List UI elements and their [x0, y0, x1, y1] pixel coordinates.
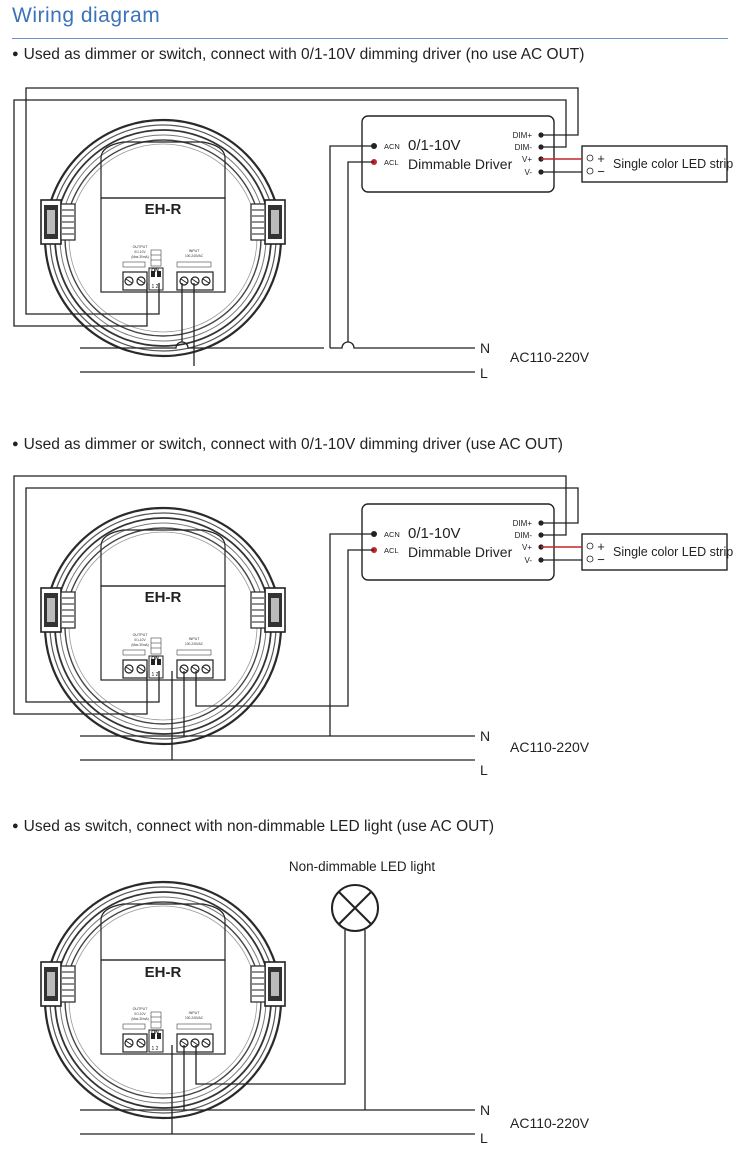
- voltage-label: AC110-220V: [510, 739, 590, 755]
- voltage-label: AC110-220V: [510, 1115, 590, 1131]
- neutral-label: N: [480, 1102, 490, 1118]
- acn-label: ACN: [384, 142, 400, 151]
- title-rule: [12, 38, 728, 39]
- driver-title-line1: 0/1-10V: [408, 525, 461, 542]
- section-2-text: Used as dimmer or switch, connect with 0…: [23, 436, 563, 453]
- lamp-icon: [331, 884, 379, 932]
- diagram-3: EH-R OUTPUT 0/1-10V (Max.30mA) INPUT 100…: [39, 859, 590, 1146]
- dim-minus-label: DIM-: [515, 143, 533, 152]
- led-strip-label: Single color LED strip: [613, 545, 733, 559]
- device-input-label: INPUT: [189, 1011, 201, 1015]
- driver-title-line2: Dimmable Driver: [408, 156, 513, 172]
- dimmable-driver-box: [361, 503, 555, 581]
- strip-minus-label: −: [597, 552, 605, 567]
- led-strip-box: [581, 145, 728, 183]
- driver-title-line2: Dimmable Driver: [408, 544, 513, 560]
- neutral-label: N: [480, 340, 490, 356]
- led-strip-label: Single color LED strip: [613, 157, 733, 171]
- live-label: L: [480, 1130, 488, 1146]
- strip-minus-label: −: [597, 164, 605, 179]
- device-input-sub: 100-240VAC: [185, 1016, 204, 1020]
- bullet-icon: ●: [12, 48, 19, 60]
- dip-switch-numbers: 1 2: [152, 672, 159, 678]
- device-model-label: EH-R: [145, 964, 182, 981]
- device-input-label: INPUT: [189, 637, 201, 641]
- device-output-label: OUTPUT: [133, 245, 149, 249]
- device-input-sub: 100-240VAC: [185, 642, 204, 646]
- acl-label: ACL: [384, 546, 399, 555]
- device-output-sub2: (Max.30mA): [131, 643, 148, 647]
- acn-label: ACN: [384, 530, 400, 539]
- v-plus-label: V+: [522, 155, 532, 164]
- device-output-sub2: (Max.30mA): [131, 1017, 148, 1021]
- dim-plus-label: DIM+: [513, 519, 533, 528]
- device-output-label: OUTPUT: [133, 1007, 149, 1011]
- dip-switch-numbers: 1 2: [152, 1046, 159, 1052]
- acl-label: ACL: [384, 158, 399, 167]
- diagram-2: EH-R OUTPUT 0/1-10V (Max.30mA) INPUT 100…: [13, 475, 733, 778]
- live-label: L: [480, 762, 488, 778]
- bullet-icon: ●: [12, 438, 19, 450]
- device-output-sub2: (Max.30mA): [131, 255, 148, 259]
- strip-plus-label: +: [597, 539, 605, 554]
- eh-r-device-3: [39, 880, 287, 1120]
- device-model-label: EH-R: [145, 589, 182, 606]
- live-label: L: [480, 365, 488, 381]
- dip-switch-label: ON: [151, 1030, 159, 1036]
- lamp-label: Non-dimmable LED light: [289, 859, 436, 874]
- section-2-caption: ● Used as dimmer or switch, connect with …: [12, 436, 563, 454]
- strip-plus-label: +: [597, 151, 605, 166]
- dimmable-driver-box: [361, 115, 555, 193]
- driver-title-line1: 0/1-10V: [408, 137, 461, 154]
- device-input-sub: 100-240VAC: [185, 254, 204, 258]
- device-output-sub1: 0/1-10V: [134, 1012, 146, 1016]
- section-3-text: Used as switch, connect with non-dimmabl…: [23, 818, 495, 835]
- bullet-icon: ●: [12, 820, 19, 832]
- section-3-caption: ● Used as switch, connect with non-dimmab…: [12, 818, 494, 836]
- page-title: Wiring diagram: [12, 4, 161, 27]
- voltage-label: AC110-220V: [510, 349, 590, 365]
- section-1-text: Used as dimmer or switch, connect with 0…: [23, 46, 585, 63]
- section-1-caption: ● Used as dimmer or switch, connect with …: [12, 46, 584, 64]
- device-output-label: OUTPUT: [133, 633, 149, 637]
- dip-switch-label: ON: [151, 656, 159, 662]
- device-output-sub1: 0/1-10V: [134, 250, 146, 254]
- v-minus-label: V-: [524, 556, 532, 565]
- dip-switch-label: ON: [151, 268, 159, 274]
- eh-r-device-2: [39, 506, 287, 746]
- eh-r-device-1: [39, 118, 287, 358]
- dim-minus-label: DIM-: [515, 531, 533, 540]
- dip-switch-numbers: 1 2: [152, 284, 159, 290]
- diagram-1: EH-R OUTPUT 0/1-10V (Max.30mA) INPUT 100…: [13, 87, 733, 381]
- device-input-label: INPUT: [189, 249, 201, 253]
- dim-plus-label: DIM+: [513, 131, 533, 140]
- led-strip-box: [581, 533, 728, 571]
- device-output-sub1: 0/1-10V: [134, 638, 146, 642]
- neutral-label: N: [480, 728, 490, 744]
- v-plus-label: V+: [522, 543, 532, 552]
- device-model-label: EH-R: [145, 201, 182, 218]
- v-minus-label: V-: [524, 168, 532, 177]
